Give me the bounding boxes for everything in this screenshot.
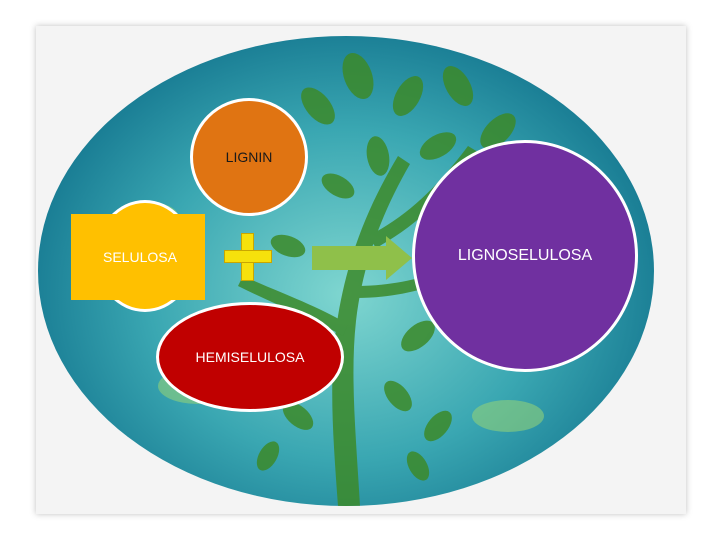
selulosa-label: SELULOSA xyxy=(103,249,177,265)
plus-icon xyxy=(224,233,272,281)
lignin-label: LIGNIN xyxy=(225,149,273,165)
hemiselulosa-circle: HEMISELULOSA xyxy=(156,302,344,412)
selulosa-box: SELULOSA xyxy=(71,214,205,300)
lignoselulosa-label: LIGNOSELULOSA xyxy=(457,247,593,264)
hemiselulosa-label: HEMISELULOSA xyxy=(195,349,305,365)
lignin-circle: LIGNIN xyxy=(190,98,308,216)
lignoselulosa-circle: LIGNOSELULOSA xyxy=(412,140,638,372)
arrow-right-icon xyxy=(312,236,412,280)
